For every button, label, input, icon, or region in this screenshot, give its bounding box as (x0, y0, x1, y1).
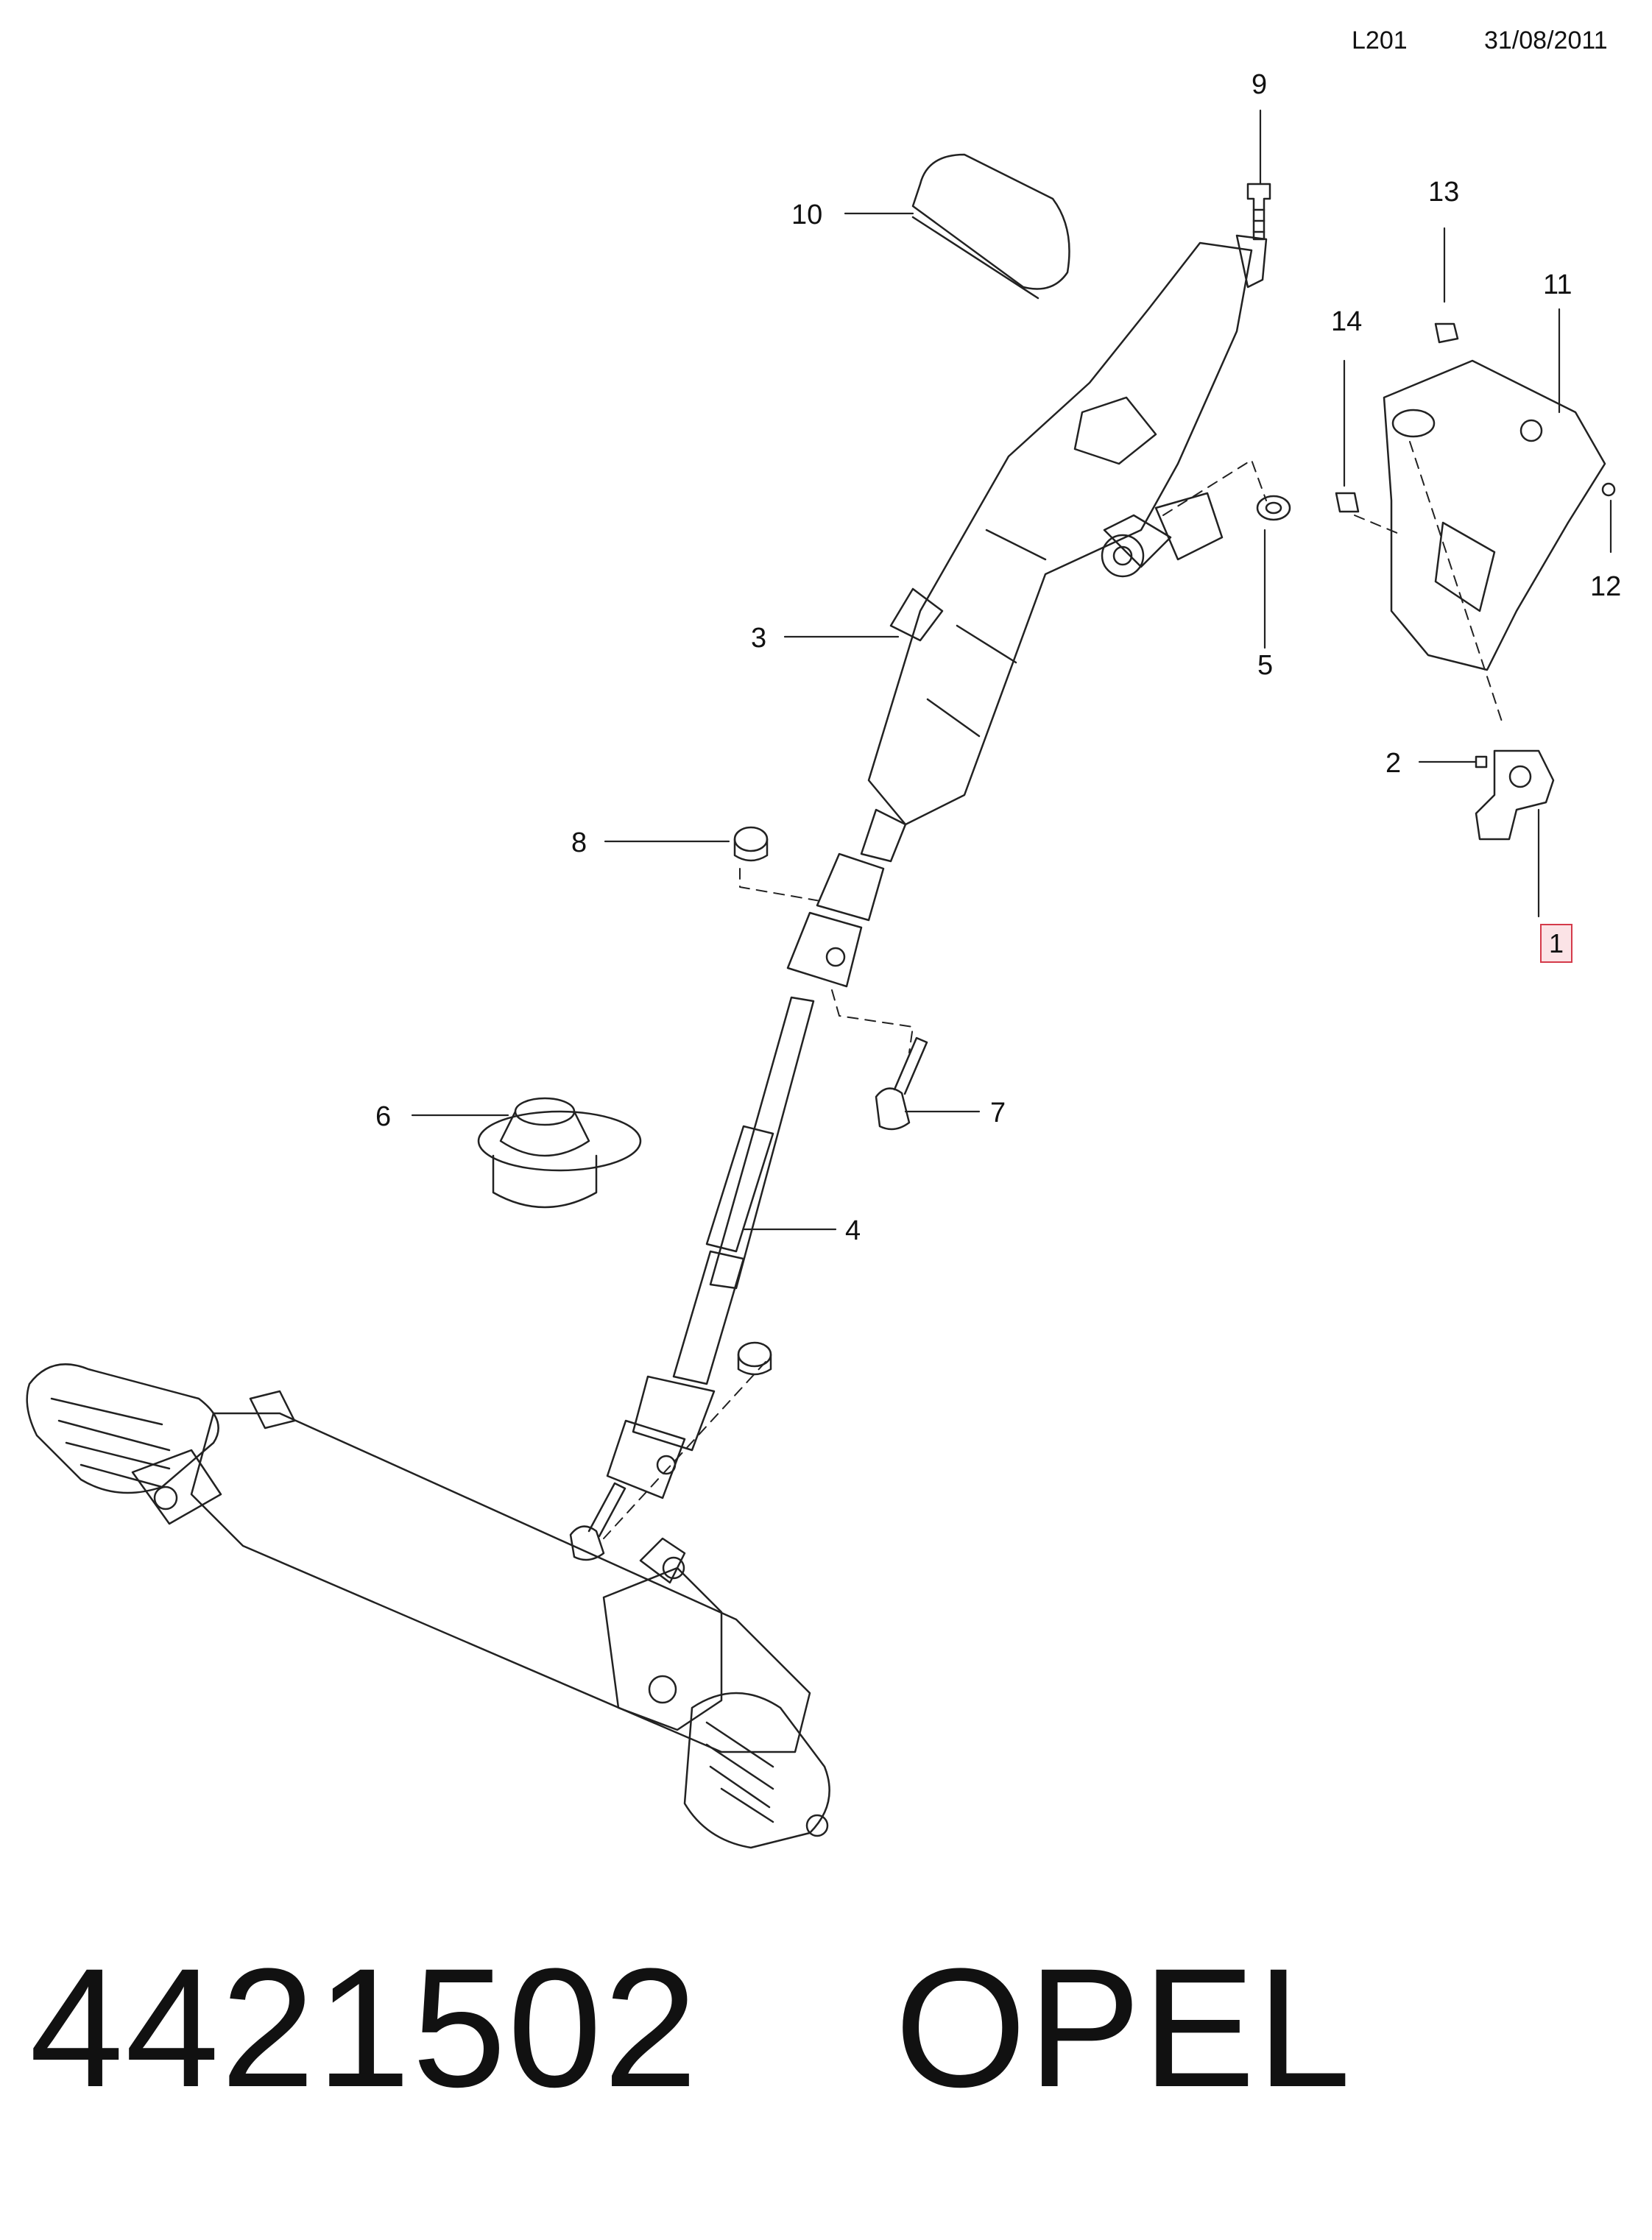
callout-10[interactable]: 10 (791, 199, 823, 230)
callout-5[interactable]: 5 (1257, 650, 1274, 681)
leader-lines (411, 109, 1612, 1231)
diagram-date: 31/08/2011 (1484, 27, 1608, 54)
callout-14[interactable]: 14 (1331, 306, 1363, 337)
callout-8[interactable]: 8 (571, 827, 587, 858)
grommet-6 (477, 1097, 642, 1209)
clip-14 (1335, 492, 1360, 513)
assembly-lines (603, 441, 1503, 1539)
clip-12 (1601, 482, 1616, 497)
callout-2[interactable]: 2 (1386, 748, 1402, 779)
callout-9[interactable]: 9 (1252, 69, 1268, 100)
nut-5 (1256, 495, 1291, 521)
screw-2 (1475, 755, 1488, 769)
trim-panel-11 (1383, 359, 1606, 671)
diagram-code: L201 (1352, 27, 1408, 54)
callout-11[interactable]: 11 (1543, 269, 1572, 300)
callout-12[interactable]: 12 (1590, 571, 1622, 602)
lower-nut (737, 1341, 772, 1376)
bolt-7 (875, 1036, 928, 1131)
callout-1[interactable]: 1 (1540, 924, 1573, 963)
switch-1 (1475, 749, 1555, 841)
nut-8 (733, 826, 769, 862)
cover-10 (911, 153, 1070, 300)
lower-bolt (569, 1482, 626, 1561)
bolt-9 (1246, 183, 1271, 241)
callout-4[interactable]: 4 (845, 1215, 861, 1246)
brand-name: OPEL (894, 1933, 1352, 2122)
callout-13[interactable]: 13 (1428, 177, 1460, 208)
footer-caption: 4421502 OPEL (29, 1943, 1352, 2113)
callout-3[interactable]: 3 (751, 623, 767, 654)
steering-rack (26, 1363, 830, 1849)
callout-7[interactable]: 7 (990, 1098, 1006, 1128)
intermediate-shaft (606, 808, 907, 1499)
part-number: 4421502 (29, 1933, 699, 2122)
callout-6[interactable]: 6 (375, 1101, 392, 1132)
clip-13 (1434, 322, 1459, 344)
steering-column (867, 234, 1268, 826)
